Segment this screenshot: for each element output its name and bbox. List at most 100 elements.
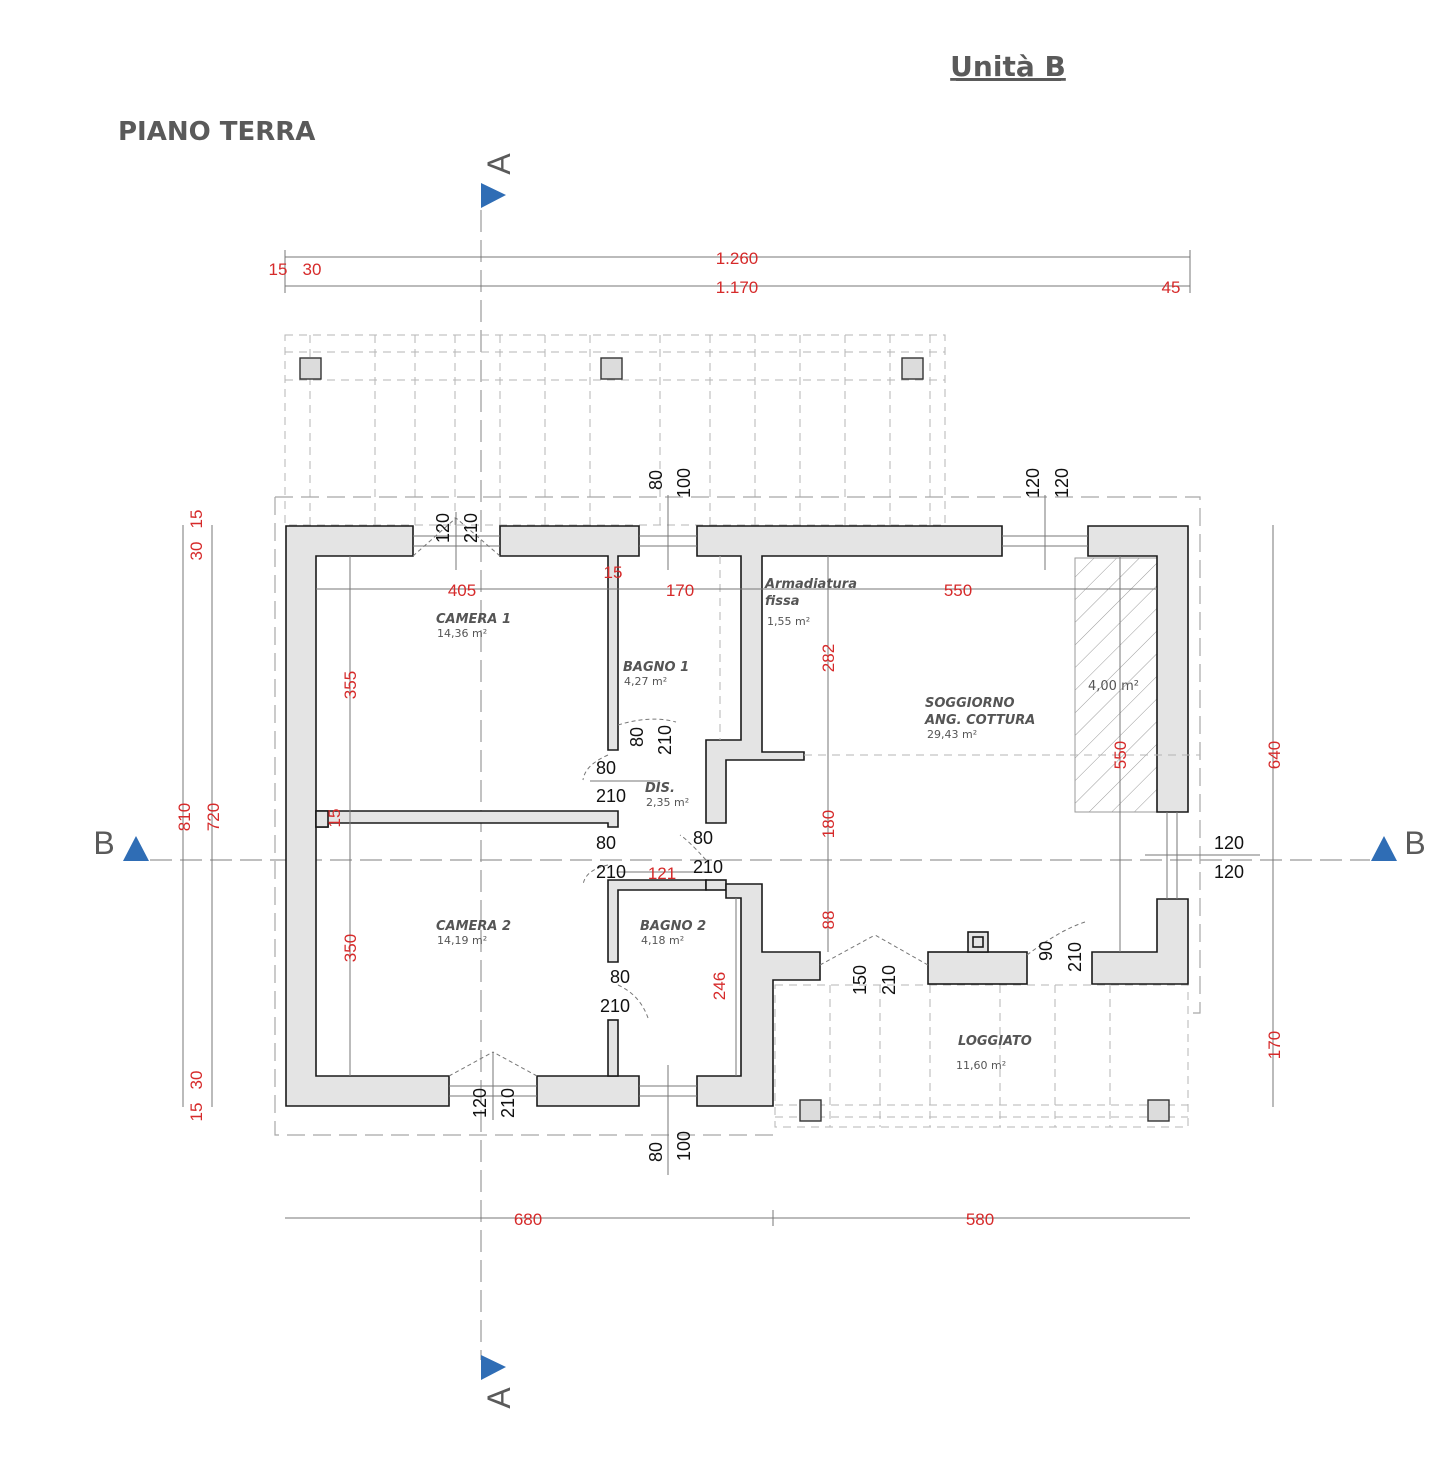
room-camera2-name: CAMERA 2 [436, 919, 511, 934]
room-loggiato-name: LOGGIATO [958, 1034, 1032, 1049]
section-label-b-left: B [93, 825, 114, 861]
pillar [799, 1099, 822, 1122]
opening-bot-cam2-b: 210 [498, 1088, 518, 1118]
section-arrow-icon [481, 183, 506, 208]
room-camera2-area: 14,19 m² [437, 934, 487, 947]
opening-loggia1-b: 210 [879, 965, 899, 995]
dim-top-right: 45 [1162, 278, 1181, 297]
door-swings [412, 517, 1086, 1077]
opening-bot-bagno2-b: 100 [674, 1131, 694, 1161]
section-arrow-icon [123, 836, 149, 861]
room-soggiorno-area: 29,43 m² [927, 728, 977, 741]
room-loggiato-area: 11,60 m² [956, 1059, 1006, 1072]
room-bagno2-area: 4,18 m² [641, 934, 684, 947]
opening-cam1-door-a: 80 [596, 758, 616, 778]
opening-bagno1-door-a: 80 [627, 727, 647, 747]
room-dis-name: DIS. [645, 781, 675, 796]
opening-sogg-door-b: 210 [693, 857, 723, 877]
dim-left-720: 720 [204, 803, 223, 831]
opening-loggia2-a: 90 [1036, 941, 1056, 961]
room-dis-area: 2,35 m² [646, 796, 689, 809]
loggiato-outline [774, 984, 1189, 1128]
pillar [901, 357, 924, 380]
dim-soggiorno-88: 88 [819, 911, 838, 930]
section-marker-b-left: B [93, 825, 149, 861]
room-camera1-name: CAMERA 1 [436, 612, 511, 627]
dim-left-top-15: 15 [187, 510, 206, 529]
opening-top-sogg-a: 120 [1023, 468, 1043, 498]
opening-cam2-door-a: 80 [596, 833, 616, 853]
internal-lines [590, 556, 1200, 782]
dim-camera2-depth: 350 [341, 934, 360, 962]
dim-bagno1-width: 170 [666, 581, 694, 600]
dim-left-bot-15: 15 [187, 1103, 206, 1122]
dim-left-810: 810 [175, 803, 194, 831]
section-label-a-top: A [481, 153, 517, 175]
section-axes [150, 210, 1370, 1360]
section-marker-a-top: A [481, 153, 517, 208]
dimension-lines [182, 250, 1274, 1226]
section-label-b-right: B [1404, 825, 1425, 861]
dim-camera1-width: 405 [448, 581, 476, 600]
opening-bagno2-door-b: 210 [600, 996, 630, 1016]
pergola-outline [284, 334, 946, 526]
opening-sogg-door-a: 80 [693, 828, 713, 848]
room-armadiatura-area: 1,55 m² [767, 615, 810, 628]
opening-top-cam1-b: 210 [461, 513, 481, 543]
opening-bot-cam2-a: 120 [470, 1088, 490, 1118]
dim-right-170: 170 [1265, 1031, 1284, 1059]
dim-soggiorno-180: 180 [819, 810, 838, 838]
dim-right-640: 640 [1265, 741, 1284, 769]
room-bagno1-name: BAGNO 1 [623, 660, 689, 675]
opening-bagno2-door-a: 80 [610, 967, 630, 987]
opening-right-window-b: 120 [1214, 862, 1244, 882]
dim-bottom-580: 580 [966, 1210, 994, 1229]
dim-armadiatura-depth: 282 [819, 644, 838, 672]
section-arrow-icon [1371, 836, 1397, 861]
dim-wall-15-top: 15 [604, 563, 623, 582]
dim-hatch-550: 550 [1111, 741, 1130, 769]
opening-cam1-door-b: 210 [596, 786, 626, 806]
room-hatched-area: 4,00 m² [1088, 679, 1139, 694]
dim-dis-width: 121 [648, 864, 676, 883]
opening-cam2-door-b: 210 [596, 862, 626, 882]
dim-wall-15-mid: 15 [325, 809, 344, 828]
dim-top-left-a: 15 [269, 260, 288, 279]
walls [285, 525, 1189, 1107]
dim-camera1-depth: 355 [341, 671, 360, 699]
section-marker-b-right: B [1371, 825, 1426, 861]
room-soggiorno-name1: SOGGIORNO [925, 696, 1015, 711]
dim-overall-top: 1.260 [716, 249, 759, 268]
dim-inner-top: 1.170 [716, 278, 759, 297]
room-bagno1-area: 4,27 m² [624, 675, 667, 688]
opening-right-window-a: 120 [1214, 833, 1244, 853]
room-soggiorno-name2: ANG. COTTURA [924, 713, 1035, 728]
pillar [1147, 1099, 1170, 1122]
room-camera1-area: 14,36 m² [437, 627, 487, 640]
section-marker-a-bottom: A [481, 1355, 517, 1409]
dim-left-top-30: 30 [187, 542, 206, 561]
room-armadiatura-name1: Armadiatura [764, 577, 857, 592]
dim-soggiorno-width: 550 [944, 581, 972, 600]
opening-top-cam1-a: 120 [433, 513, 453, 543]
room-armadiatura-name2: fissa [765, 594, 799, 609]
opening-top-bagno1-a: 80 [646, 470, 666, 490]
room-bagno2-name: BAGNO 2 [640, 919, 706, 934]
section-label-a-bottom: A [481, 1387, 517, 1409]
opening-top-sogg-b: 120 [1052, 468, 1072, 498]
opening-bot-bagno2-a: 80 [646, 1142, 666, 1162]
opening-loggia1-a: 150 [850, 965, 870, 995]
pillar [299, 357, 322, 380]
hatched-area [1074, 557, 1158, 813]
floor-title: PIANO TERRA [118, 117, 315, 147]
dim-bagno2-depth: 246 [710, 972, 729, 1000]
section-arrow-icon [481, 1355, 506, 1380]
opening-loggia2-b: 210 [1065, 942, 1085, 972]
dim-left-bot-30: 30 [187, 1071, 206, 1090]
opening-top-bagno1-b: 100 [674, 468, 694, 498]
opening-bagno1-door-b: 210 [655, 725, 675, 755]
unit-title: Unità B [950, 50, 1066, 83]
dim-bottom-680: 680 [514, 1210, 542, 1229]
pillar [600, 357, 623, 380]
